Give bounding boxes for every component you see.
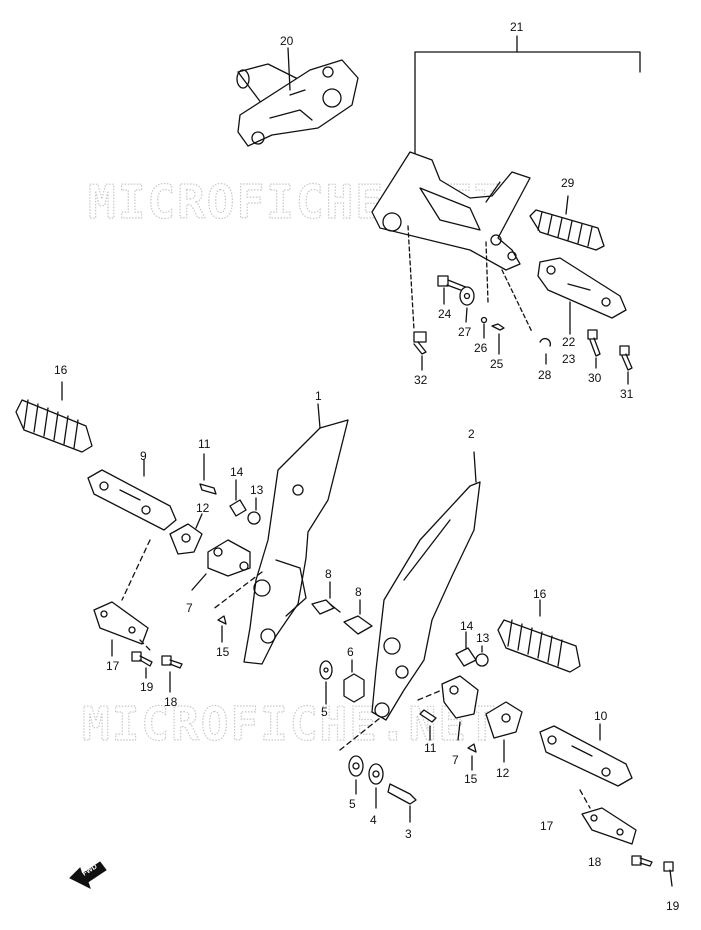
callout-19-left: 19 [140, 680, 154, 694]
watermark-bottom: MICROFICHE.NET [82, 697, 498, 751]
callout-18-right: 18 [588, 855, 602, 869]
part-18-bolt-right [631, 855, 653, 867]
callout-14-left: 14 [230, 465, 244, 479]
callout-16-right: 16 [533, 587, 547, 601]
callout-17-right: 17 [540, 819, 554, 833]
part-17-footpeg-plate-left [93, 601, 149, 657]
part-27-washer [459, 286, 475, 323]
callout-4: 4 [370, 813, 377, 827]
part-11-pin [199, 453, 217, 495]
callout-2: 2 [468, 427, 475, 441]
callout-29: 29 [561, 176, 575, 190]
callout-20: 20 [280, 34, 294, 48]
callout-7-left: 7 [186, 601, 193, 615]
part-5-washer-upper [319, 660, 333, 705]
callout-30: 30 [588, 371, 602, 385]
part-4-washer [368, 763, 384, 809]
part-19-bolt-left [131, 651, 153, 679]
callout-11-right: 11 [424, 741, 437, 755]
callout-18-left: 18 [164, 695, 178, 709]
part-18-bolt-left [161, 655, 183, 693]
callout-8-a: 8 [325, 567, 332, 581]
part-32-bolt [413, 331, 427, 371]
callout-labels: 20 21 29 24 27 26 25 28 22 23 30 31 32 1… [54, 20, 680, 913]
part-30-bolt [587, 329, 601, 369]
part-7-pivot [191, 539, 251, 591]
part-15-clip-left [217, 615, 227, 643]
callout-13-left: 13 [250, 483, 264, 497]
callout-3: 3 [405, 827, 412, 841]
callout-9: 9 [140, 449, 147, 463]
callout-6: 6 [347, 645, 354, 659]
callout-12-left: 12 [196, 501, 210, 515]
forward-direction-arrow: FWD [69, 861, 107, 889]
callout-17-left: 17 [106, 659, 120, 673]
callout-16-left: 16 [54, 363, 68, 377]
callout-15-left: 15 [216, 645, 230, 659]
callout-27: 27 [458, 325, 472, 339]
callout-28: 28 [538, 368, 552, 382]
part-8-bolt-a [311, 581, 341, 615]
part-13-ball-right [475, 645, 489, 667]
callout-22: 22 [562, 335, 576, 349]
part-10-right-footpeg [539, 723, 633, 787]
part-15-clip-right [467, 743, 477, 771]
part-17-footpeg-plate-right [581, 807, 637, 845]
part-1-left-footrest-plate [243, 403, 349, 665]
part-16-left-footpeg-rubber [15, 381, 93, 453]
part-9-left-footpeg [87, 459, 177, 531]
callout-26: 26 [474, 341, 488, 355]
part-2-right-footrest-plate [371, 451, 481, 721]
callout-15-right: 15 [464, 772, 478, 786]
callout-11-left: 11 [198, 437, 211, 451]
part-31-bolt [619, 345, 633, 385]
callout-13-right: 13 [476, 631, 490, 645]
part-20-bracket-assembly [236, 47, 359, 147]
callout-21: 21 [510, 20, 524, 34]
callout-12-right: 12 [496, 766, 510, 780]
callout-24: 24 [438, 307, 452, 321]
callout-23: 23 [562, 352, 576, 366]
part-3-bolt [387, 783, 417, 823]
group-bracket-21 [414, 35, 641, 161]
callout-19-right: 19 [666, 899, 680, 913]
part-5-washer-lower [348, 755, 364, 795]
part-14-spring-right [455, 631, 477, 667]
callout-32: 32 [414, 373, 428, 387]
assembly-guides-top [407, 225, 533, 333]
part-8-bolt-b [343, 599, 373, 635]
part-21-rear-bracket [371, 151, 531, 271]
part-28-clip [539, 338, 552, 365]
part-14-spring [229, 479, 247, 517]
part-13-ball [247, 497, 261, 525]
part-29-footpeg-rubber [529, 195, 605, 251]
assembly-guides-bottom [121, 539, 591, 809]
callout-5-upper: 5 [321, 705, 328, 719]
callout-14-right: 14 [460, 619, 474, 633]
part-19-bolt-right [663, 861, 674, 887]
part-25-spring [491, 323, 505, 355]
callout-25: 25 [490, 357, 504, 371]
callout-1: 1 [315, 389, 322, 403]
part-12-shim-right [485, 701, 523, 763]
part-16-right-footpeg-rubber [497, 599, 581, 673]
callout-31: 31 [620, 387, 634, 401]
callout-8-b: 8 [355, 585, 362, 599]
part-26-pin [480, 316, 488, 339]
part-12-shim [169, 513, 203, 555]
part-6-collar [343, 659, 365, 703]
part-22-footpeg [537, 257, 627, 335]
part-11-pin-right [419, 709, 437, 741]
callout-10: 10 [594, 709, 608, 723]
part-7-pivot-right [441, 675, 479, 741]
callout-5-lower: 5 [349, 797, 356, 811]
callout-7-right: 7 [452, 753, 459, 767]
